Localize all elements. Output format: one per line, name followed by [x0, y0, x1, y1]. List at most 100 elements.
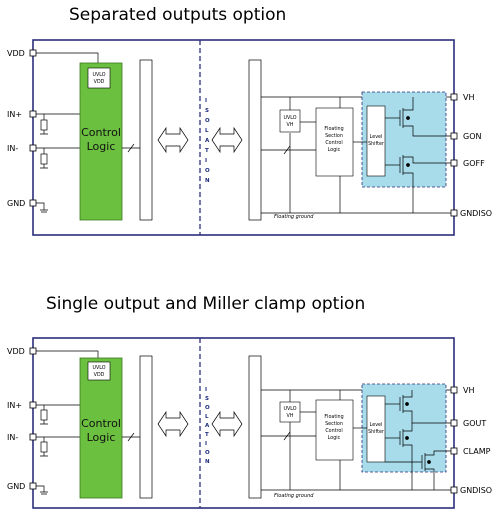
pin-label-gndiso: GNDISO: [460, 486, 492, 495]
pin-label-vh: VH: [463, 386, 475, 395]
pin-gnd: [29, 199, 37, 207]
pin-label-vdd: VDD: [7, 49, 25, 58]
svg-text:I: I: [205, 98, 207, 104]
uvlo-vdd-label-2: VDD: [94, 79, 105, 85]
svg-text:T: T: [205, 148, 209, 154]
control-logic-label-2: Logic: [87, 140, 116, 153]
pin-clamp: [450, 447, 458, 455]
svg-text:L: L: [205, 414, 209, 420]
isolation-label: I S O L A T I O N: [205, 98, 210, 184]
floating-label-4: Logic: [328, 147, 341, 153]
pin-gout: [450, 419, 458, 427]
pin-label-gnd: GND: [7, 199, 25, 208]
uvlo-vh-label-2: VH: [287, 122, 294, 128]
pin-in-plus: [29, 401, 37, 409]
pin-gon: [450, 132, 458, 140]
level-shifter-label-2: Shifter: [368, 429, 384, 435]
uvlo-vh-label-1: UVLO: [283, 406, 296, 412]
pin-label-gnd: GND: [7, 482, 25, 491]
svg-text:A: A: [205, 423, 210, 429]
floating-label-2: Section: [325, 133, 343, 139]
level-shifter-label-1: Level: [370, 134, 383, 140]
pin-label-in-minus: IN-: [7, 144, 18, 153]
receiver-block: [248, 59, 262, 221]
isolation-link-arrow-left: [157, 410, 189, 438]
floating-ground-label: Floating ground: [274, 214, 314, 220]
svg-text:S: S: [205, 108, 209, 114]
svg-text:T: T: [205, 432, 209, 438]
floating-label-1: Floating: [324, 126, 343, 132]
diagram-separated-outputs: Separated outputs option VDD IN+ IN- GND…: [7, 5, 492, 236]
pin-label-gndiso: GNDISO: [460, 209, 492, 218]
diagram-title: Separated outputs option: [69, 5, 286, 25]
svg-text:S: S: [205, 396, 209, 402]
pin-label-in-plus: IN+: [7, 110, 22, 119]
control-logic-label-1: Control: [81, 417, 121, 430]
uvlo-vh-block: [279, 109, 301, 133]
pin-in-plus: [29, 110, 37, 118]
svg-text:L: L: [205, 128, 209, 134]
svg-text:O: O: [205, 168, 210, 174]
uvlo-vdd-block: [87, 361, 111, 381]
pin-label-gon: GON: [463, 132, 481, 141]
uvlo-vh-label-2: VH: [287, 413, 294, 419]
control-logic-block: [79, 357, 123, 499]
level-shifter-block: [366, 105, 386, 177]
level-shifter-label-2: Shifter: [368, 141, 384, 147]
receiver-block: [248, 355, 262, 499]
pin-gndiso: [450, 209, 458, 217]
pin-in-minus: [29, 144, 37, 152]
pin-label-clamp: CLAMP: [463, 447, 491, 456]
pin-label-in-minus: IN-: [7, 433, 18, 442]
diagram-title: Single output and Miller clamp option: [46, 294, 365, 314]
svg-text:N: N: [205, 459, 210, 465]
transmitter-block: [139, 355, 153, 499]
output-transistors: [385, 97, 455, 213]
transmitter-block: [139, 59, 153, 221]
uvlo-vdd-label-1: UVLO: [92, 365, 105, 371]
pin-label-gout: GOUT: [463, 419, 486, 428]
pin-goff: [450, 159, 458, 167]
svg-text:N: N: [205, 178, 210, 184]
pin-label-vdd: VDD: [7, 347, 25, 356]
diagram-single-output-miller-clamp: Single output and Miller clamp option VD…: [7, 294, 492, 509]
uvlo-vdd-label-1: UVLO: [92, 72, 105, 78]
pin-gndiso: [450, 486, 458, 494]
isolation-link-arrow-right: [211, 410, 243, 438]
pin-vdd: [29, 49, 37, 57]
uvlo-vh-block: [279, 401, 301, 423]
control-logic-label-1: Control: [81, 126, 121, 139]
floating-control-logic-block: [315, 399, 354, 461]
svg-text:O: O: [205, 405, 210, 411]
isolation-link-arrow-right: [211, 126, 243, 154]
isolation-link-arrow-left: [157, 126, 189, 154]
floating-control-logic-block: [315, 107, 354, 177]
floating-label-2: Section: [325, 421, 343, 427]
uvlo-vdd-block: [87, 67, 111, 89]
floating-label-3: Control: [325, 428, 342, 434]
svg-text:O: O: [205, 118, 210, 124]
level-shifter-block: [366, 395, 386, 463]
floating-ground-label: Floating ground: [274, 493, 314, 499]
floating-label-4: Logic: [328, 435, 341, 441]
svg-text:I: I: [205, 158, 207, 164]
control-logic-block: [79, 62, 123, 221]
pin-label-vh: VH: [463, 93, 475, 102]
svg-text:I: I: [205, 441, 207, 447]
output-transistors: [385, 390, 455, 490]
pin-gnd: [29, 482, 37, 490]
pin-vh: [450, 386, 458, 394]
pin-label-goff: GOFF: [463, 159, 485, 168]
pin-in-minus: [29, 433, 37, 441]
floating-label-1: Floating: [324, 414, 343, 420]
control-bus: [122, 432, 140, 442]
uvlo-vh-label-1: UVLO: [283, 115, 296, 121]
floating-label-3: Control: [325, 140, 342, 146]
svg-text:A: A: [205, 138, 210, 144]
level-shifter-label-1: Level: [370, 422, 383, 428]
control-bus: [122, 143, 140, 153]
uvlo-vdd-label-2: VDD: [94, 372, 105, 378]
pin-vh: [450, 93, 458, 101]
svg-text:O: O: [205, 450, 210, 456]
